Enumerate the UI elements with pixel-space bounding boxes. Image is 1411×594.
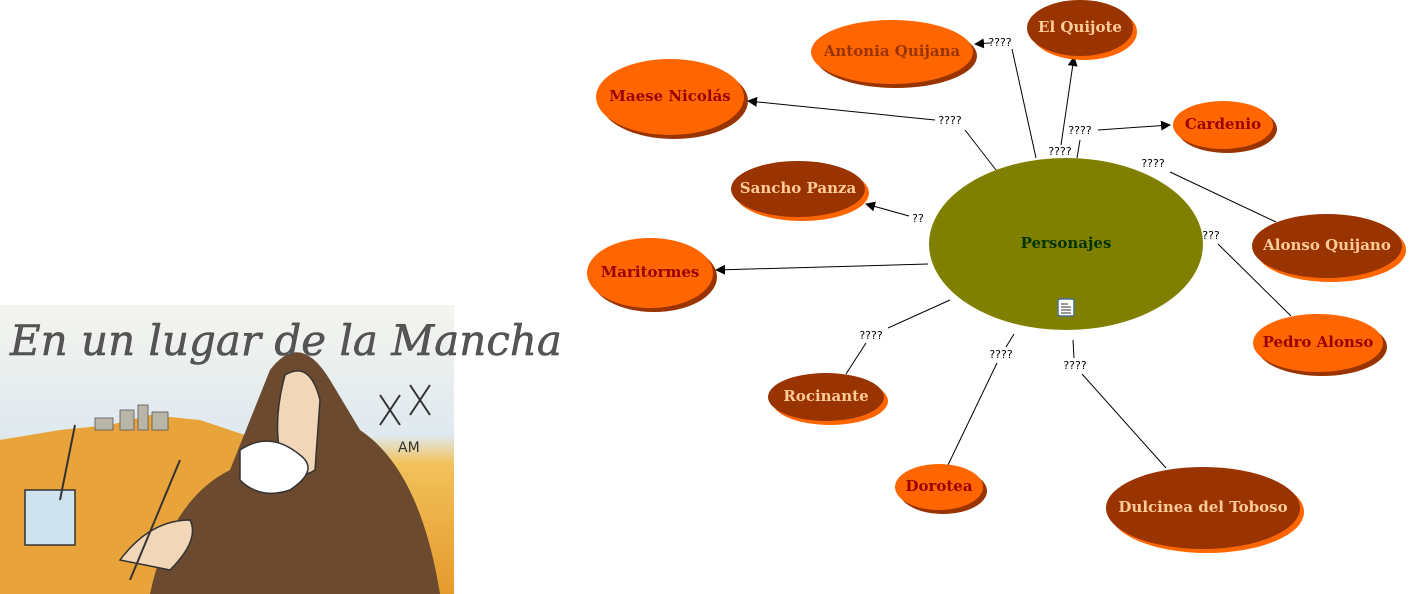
- concept-personajes[interactable]: Personajes: [929, 158, 1203, 330]
- concept-rocinante[interactable]: Rocinante: [768, 373, 888, 425]
- concept-label: Personajes: [1021, 234, 1112, 252]
- link-labels: ???? ???? ???? ???? ???? ?? ??? ???? ???…: [859, 36, 1220, 372]
- concept-label: Pedro Alonso: [1263, 333, 1374, 351]
- link-label: ??: [912, 212, 924, 225]
- concept-label: El Quijote: [1038, 18, 1122, 36]
- link-label: ????: [1063, 359, 1087, 372]
- concept-antonia-quijana[interactable]: Antonia Quijana: [811, 20, 977, 88]
- links: [715, 38, 1292, 469]
- don-quijote-illustration: En un lugar de la Mancha AM: [0, 305, 562, 594]
- document-icon[interactable]: [1057, 298, 1075, 317]
- concept-label: Sancho Panza: [740, 179, 857, 197]
- link-label: ????: [1048, 145, 1072, 158]
- concept-label: Rocinante: [783, 387, 868, 405]
- concept-maritormes[interactable]: Maritormes: [587, 238, 717, 312]
- concept-dorotea[interactable]: Dorotea: [895, 464, 987, 514]
- concept-label: Maritormes: [601, 263, 700, 281]
- link-label: ???: [1202, 229, 1220, 242]
- concept-cardenio[interactable]: Cardenio: [1173, 101, 1277, 153]
- link-label: ????: [859, 329, 883, 342]
- concept-label: Dorotea: [905, 477, 972, 495]
- concept-label: Cardenio: [1185, 115, 1261, 133]
- concept-label: Antonia Quijana: [823, 42, 961, 60]
- concept-label: Maese Nicolás: [609, 87, 731, 105]
- link-label: ????: [988, 36, 1012, 49]
- concept-label: Dulcinea del Toboso: [1118, 498, 1287, 516]
- concept-label: Alonso Quijano: [1262, 236, 1391, 254]
- link-label: ????: [1141, 157, 1165, 170]
- illustration-caption: En un lugar de la Mancha: [9, 316, 562, 365]
- concept-alonso-quijano[interactable]: Alonso Quijano: [1252, 214, 1406, 282]
- link-label: ????: [1068, 124, 1092, 137]
- link-label: ????: [989, 348, 1013, 361]
- concept-maese-nicolas[interactable]: Maese Nicolás: [596, 59, 748, 139]
- concept-dulcinea-del-toboso[interactable]: Dulcinea del Toboso: [1106, 467, 1304, 553]
- link-label: ????: [938, 114, 962, 127]
- concept-sancho-panza[interactable]: Sancho Panza: [731, 161, 869, 221]
- concept-pedro-alonso[interactable]: Pedro Alonso: [1253, 314, 1387, 376]
- windmill-icon: [379, 384, 431, 426]
- svg-text:AM: AM: [398, 440, 420, 456]
- concept-el-quijote[interactable]: El Quijote: [1027, 0, 1137, 60]
